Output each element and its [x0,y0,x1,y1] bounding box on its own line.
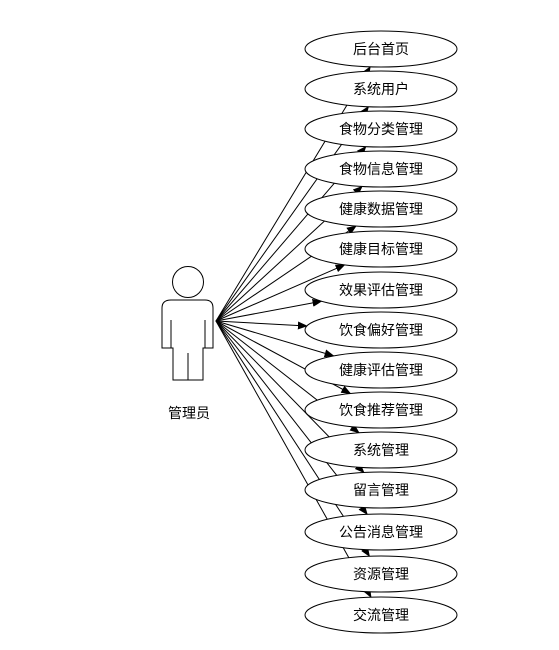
use-case: 健康评估管理 [304,351,458,389]
association-arrow [215,298,323,322]
use-case-label: 留言管理 [353,483,409,499]
use-case-label: 健康评估管理 [339,362,423,379]
use-case-ellipse [304,70,458,108]
use-case: 资源管理 [304,555,458,593]
association-arrow [215,320,372,599]
use-case: 公告消息管理 [304,513,458,551]
use-case-ellipse [304,230,458,268]
use-case: 留言管理 [304,471,458,509]
use-case: 食物分类管理 [304,110,458,148]
use-case: 系统管理 [304,431,458,469]
use-case-ellipse [304,190,458,228]
use-case-ellipse [304,351,458,389]
association-arrow [215,65,371,322]
use-case-label: 系统用户 [353,81,409,98]
use-case-label: 后台首页 [353,42,409,58]
use-case-ellipse [304,471,458,509]
person-icon [161,266,214,381]
use-case-label: 系统管理 [353,443,409,459]
use-case: 食物信息管理 [304,150,458,188]
association-arrow [215,320,308,330]
use-case-ellipse [304,431,458,469]
use-case-ellipse [304,110,458,148]
use-case-label: 健康目标管理 [339,241,423,258]
use-case-label: 饮食推荐管理 [339,402,423,419]
use-case: 交流管理 [304,596,458,634]
use-case-label: 公告消息管理 [339,524,423,541]
use-case-ellipse [304,30,458,68]
use-case-label: 交流管理 [353,607,409,624]
actor-figure: 管理员 [161,266,214,422]
use-case-ellipse [304,311,458,349]
use-case-ellipse [304,596,458,634]
use-case-label: 健康数据管理 [339,201,423,218]
use-case-ellipse [304,150,458,188]
use-case-ellipse [304,271,458,309]
use-case: 效果评估管理 [304,271,458,309]
use-case-label: 饮食偏好管理 [339,322,423,339]
use-case-ellipse [304,391,458,429]
use-case-label: 食物信息管理 [339,161,423,178]
association-arrow [215,264,346,322]
actor-label: 管理员 [168,406,210,422]
use-case-label: 效果评估管理 [339,283,423,299]
use-case-label: 资源管理 [353,567,409,583]
use-case-ellipse [304,555,458,593]
association-arrow [215,320,335,358]
use-case-label: 食物分类管理 [339,121,423,138]
use-case-list: 后台首页系统用户食物分类管理食物信息管理健康数据管理健康目标管理效果评估管理饮食… [304,30,458,634]
use-case: 后台首页 [304,30,458,68]
use-case: 饮食推荐管理 [304,391,458,429]
use-case: 健康数据管理 [304,190,458,228]
use-case-ellipse [304,513,458,551]
use-case: 健康目标管理 [304,230,458,268]
use-case: 饮食偏好管理 [304,311,458,349]
use-case: 系统用户 [304,70,458,108]
